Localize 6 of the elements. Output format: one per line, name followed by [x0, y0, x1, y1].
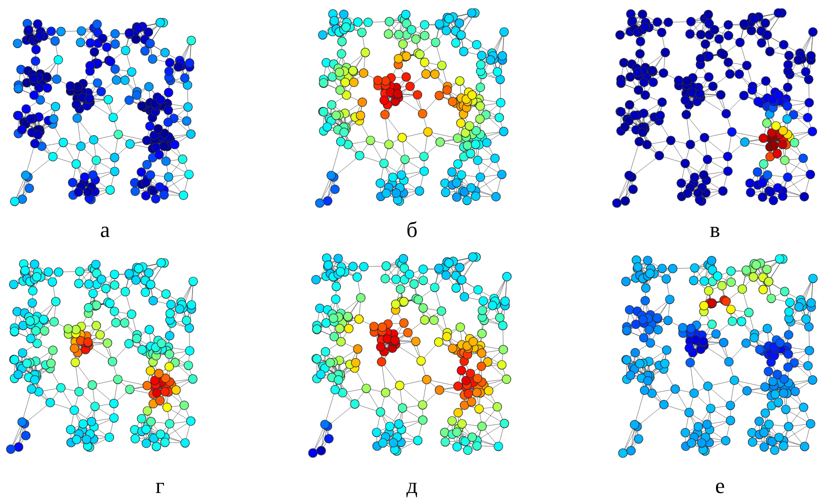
panel-label: д [406, 475, 418, 497]
panel-label: а [100, 219, 110, 241]
panel-label: е [715, 475, 725, 497]
panel-label: в [710, 219, 720, 241]
panel-label: б [406, 219, 418, 241]
panel-label: г [155, 475, 165, 497]
